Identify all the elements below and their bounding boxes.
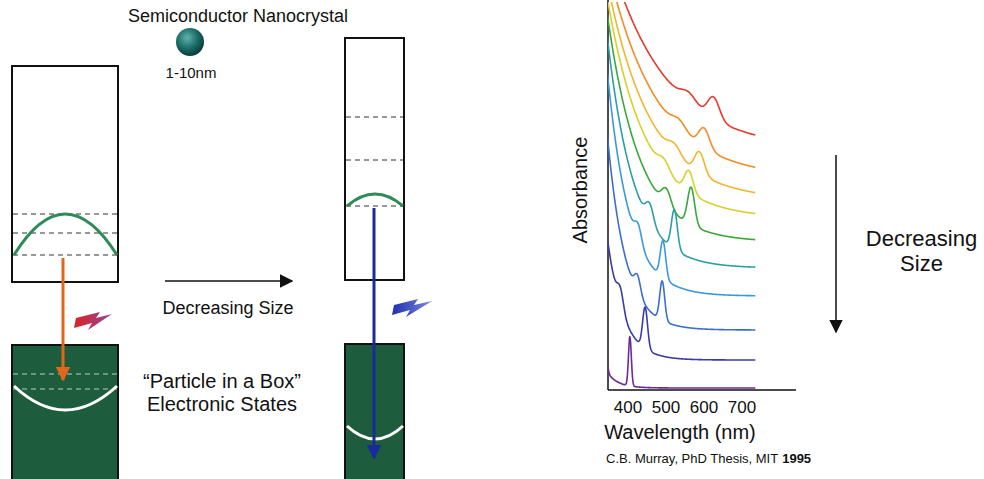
- arrow-label: Decreasing Size: [162, 298, 293, 319]
- energy-level: [346, 117, 403, 118]
- tick-label: 600: [690, 398, 718, 418]
- spectrum-curve: [608, 2, 755, 267]
- photon-bolt: [74, 312, 112, 330]
- arrow-label: Decreasing Size: [864, 226, 979, 277]
- spectrum-curve: [608, 160, 755, 360]
- spectrum-curve: [608, 30, 755, 330]
- tick-label: 400: [614, 398, 642, 418]
- citation: C.B. Murray, PhD Thesis, MIT: [606, 452, 778, 467]
- axis-title: Wavelength (nm): [604, 421, 756, 444]
- wavefunction: [14, 214, 117, 255]
- energy-level: [13, 374, 117, 375]
- transition-arrow: [373, 208, 376, 458]
- size-range: 1-10nm: [166, 64, 217, 81]
- photon-bolt: [392, 299, 432, 317]
- x-axis: [608, 389, 796, 391]
- spectrum-curve: [608, 336, 755, 388]
- spectrum-curve: [608, 2, 755, 240]
- spectrum-curve: [608, 2, 755, 296]
- valence-band-box: [12, 345, 118, 479]
- wavefunction: [14, 386, 117, 410]
- size-arrow: [835, 155, 837, 332]
- figure-caption: “Particle in a Box” Electronic States: [122, 370, 322, 416]
- figure-heading: Semiconductor Nanocrystal: [128, 6, 348, 27]
- citation-year: 1995: [782, 452, 811, 467]
- tick-label: 500: [652, 398, 680, 418]
- spectrum-curve: [608, 2, 755, 167]
- transition-arrow: [62, 258, 65, 380]
- energy-level: [346, 160, 403, 161]
- energy-level: [346, 206, 403, 207]
- energy-level: [13, 255, 117, 256]
- energy-level: [13, 389, 117, 390]
- nanocrystal-sphere: [176, 28, 204, 56]
- conduction-band-box: [12, 66, 118, 282]
- y-axis: [607, 0, 609, 390]
- size-arrow: [165, 280, 292, 282]
- tick-label: 700: [728, 398, 756, 418]
- wavefunction: [347, 194, 403, 206]
- spectrum-curve: [608, 2, 755, 214]
- axis-title: Absorbance: [569, 137, 592, 244]
